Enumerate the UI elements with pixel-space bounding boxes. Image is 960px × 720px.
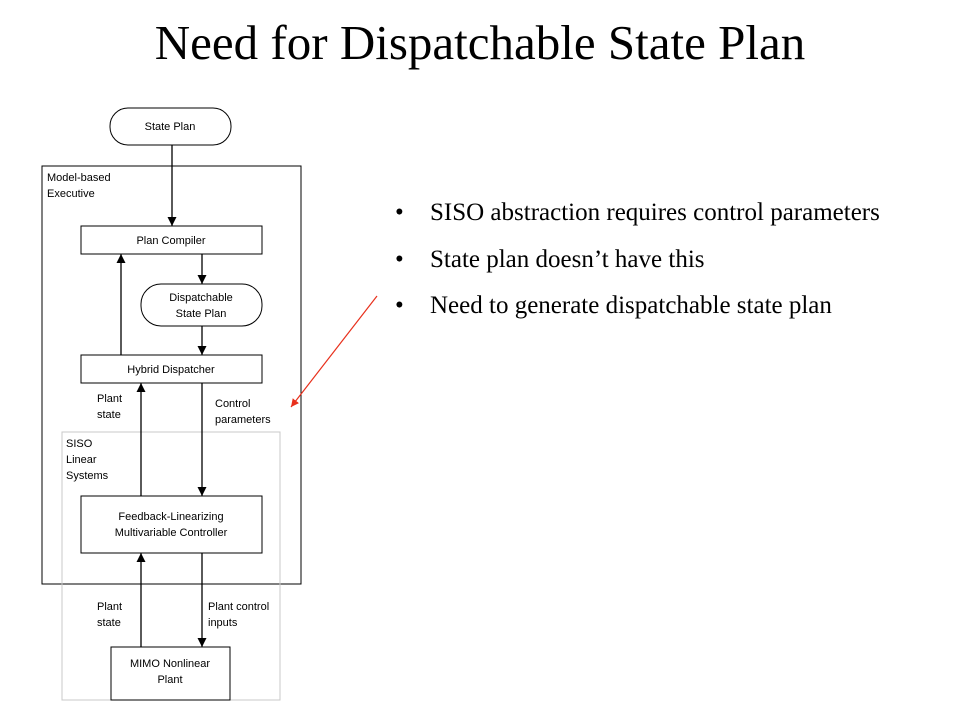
slide-title: Need for Dispatchable State Plan [154, 15, 806, 70]
bullet-text: State plan doesn’t have this [430, 245, 705, 273]
executive-label-line1: Model-based [47, 172, 111, 184]
control-parameters-line2: parameters [215, 414, 271, 426]
bullet-marker: • [395, 245, 404, 273]
plant-state-upper-line1: Plant [97, 393, 122, 405]
bullet-item: • State plan doesn’t have this [395, 243, 955, 277]
controller-line1: Feedback-Linearizing [118, 511, 223, 523]
plant-state-lower-line1: Plant [97, 601, 122, 613]
mimo-plant-line1: MIMO Nonlinear [130, 658, 210, 670]
bullet-text: Need to generate dispatchable state plan [430, 292, 832, 319]
executive-label-line2: Executive [47, 188, 95, 200]
plant-control-inputs-line1: Plant control [208, 601, 269, 613]
mimo-plant-line2: Plant [157, 674, 182, 686]
state-plan-label: State Plan [145, 121, 196, 133]
control-parameters-line1: Control [215, 398, 250, 410]
plant-control-inputs-line2: inputs [208, 617, 238, 629]
controller-node [80, 495, 263, 554]
mimo-plant-node [110, 646, 231, 701]
bullet-marker: • [395, 199, 404, 226]
siso-label-line2: Linear [66, 454, 97, 466]
bullet-text: SISO abstraction requires control parame… [430, 199, 880, 226]
bullet-list: • SISO abstraction requires control para… [395, 196, 955, 336]
siso-label-line1: SISO [66, 438, 93, 450]
hybrid-dispatcher-label: Hybrid Dispatcher [127, 364, 215, 376]
annotation-arrow [290, 295, 378, 408]
bullet-item: • SISO abstraction requires control para… [395, 196, 955, 230]
state-plan-node [109, 107, 232, 146]
controller-line2: Multivariable Controller [115, 527, 228, 539]
dispatchable-plan-line1: Dispatchable [169, 292, 233, 304]
dispatchable-plan-line2: State Plan [176, 308, 227, 320]
hybrid-dispatcher-node [80, 354, 263, 384]
bullet-item: • Need to generate dispatchable state pl… [395, 289, 955, 323]
siso-label-line3: Systems [66, 470, 109, 482]
plan-compiler-label: Plan Compiler [136, 235, 205, 247]
plant-state-lower-line2: state [97, 617, 121, 629]
plant-state-upper-line2: state [97, 409, 121, 421]
bullet-marker: • [395, 292, 404, 319]
